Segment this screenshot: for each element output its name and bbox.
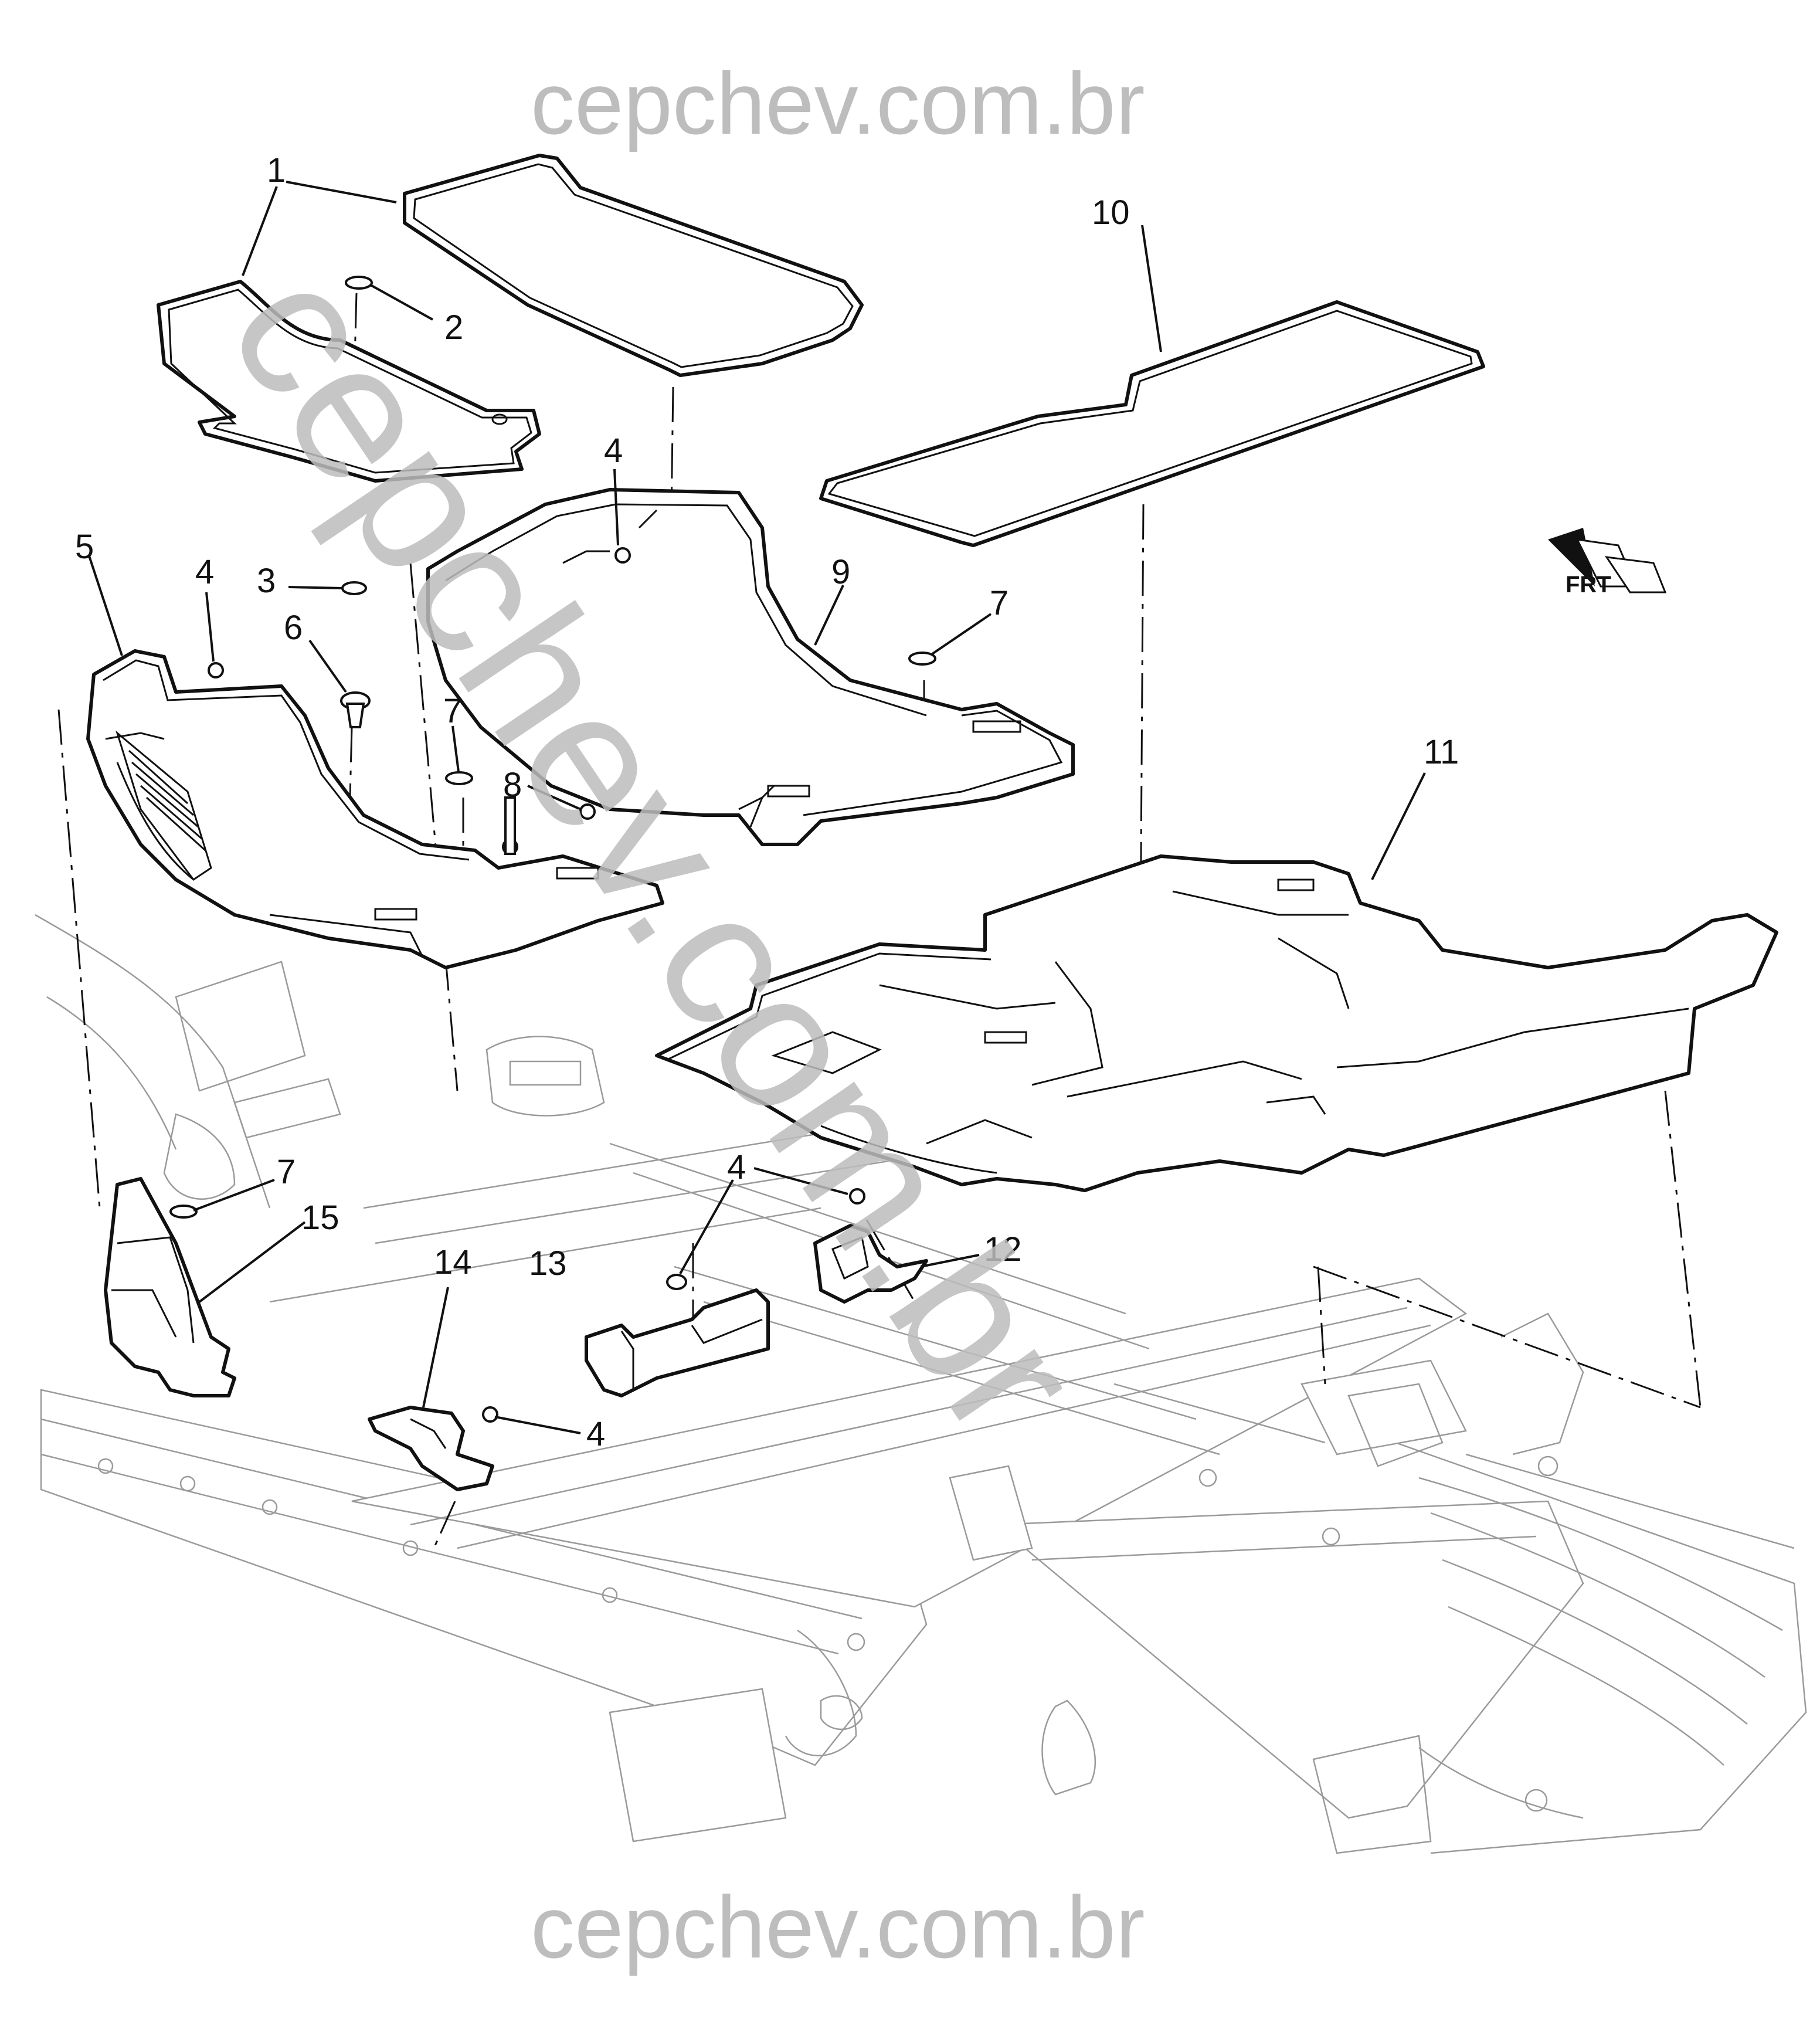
callout-10: 10 [1092,194,1130,232]
part-14-bracket [368,1406,494,1491]
frt-label: FRT [1566,572,1611,598]
callout-15: 15 [301,1199,339,1237]
callout-4-upper: 4 [604,432,623,470]
callout-8: 8 [503,766,522,804]
part-1-front-floor-mats [157,154,864,483]
callout-4-lower: 4 [586,1415,605,1453]
callout-14: 14 [434,1243,472,1281]
part-6-push-pin [340,691,371,728]
callout-9: 9 [831,553,850,591]
part-15-side-panel [104,1177,236,1397]
watermark-bottom: cepchev.com.br [531,1878,1145,1976]
front-direction-indicator: FRT [1548,528,1667,598]
part-5-front-carpet [86,649,664,969]
part-10-rear-floor-mat [819,300,1485,547]
callout-4-center: 4 [727,1148,746,1186]
part-2-retainer [345,276,373,290]
fasteners [169,547,936,1423]
callout-11: 11 [1424,733,1459,771]
callout-12: 12 [984,1230,1022,1268]
callout-leaders [88,181,1426,1434]
front-arrow-icon [1548,528,1667,593]
part-11-rear-carpet [655,854,1778,1192]
callout-5: 5 [75,528,94,566]
callout-1: 1 [267,151,286,189]
callout-4-left: 4 [195,553,214,591]
part-9-center-carpet [426,488,1075,846]
vehicle-floor-pan [35,914,1807,1854]
callout-7-lower: 7 [277,1153,296,1191]
callout-labels: 1 2 3 4 4 4 4 5 6 7 7 7 8 9 10 11 12 13 … [75,151,1459,1453]
part-13-support [585,1288,770,1397]
callout-6: 6 [284,609,303,647]
watermark-top: cepchev.com.br [531,54,1145,152]
callout-2: 2 [444,308,463,347]
callout-13: 13 [529,1244,567,1283]
callout-7-right: 7 [990,584,1009,622]
callout-7-left: 7 [443,692,462,730]
part-12-bracket [813,1224,928,1304]
callout-3: 3 [257,562,276,600]
